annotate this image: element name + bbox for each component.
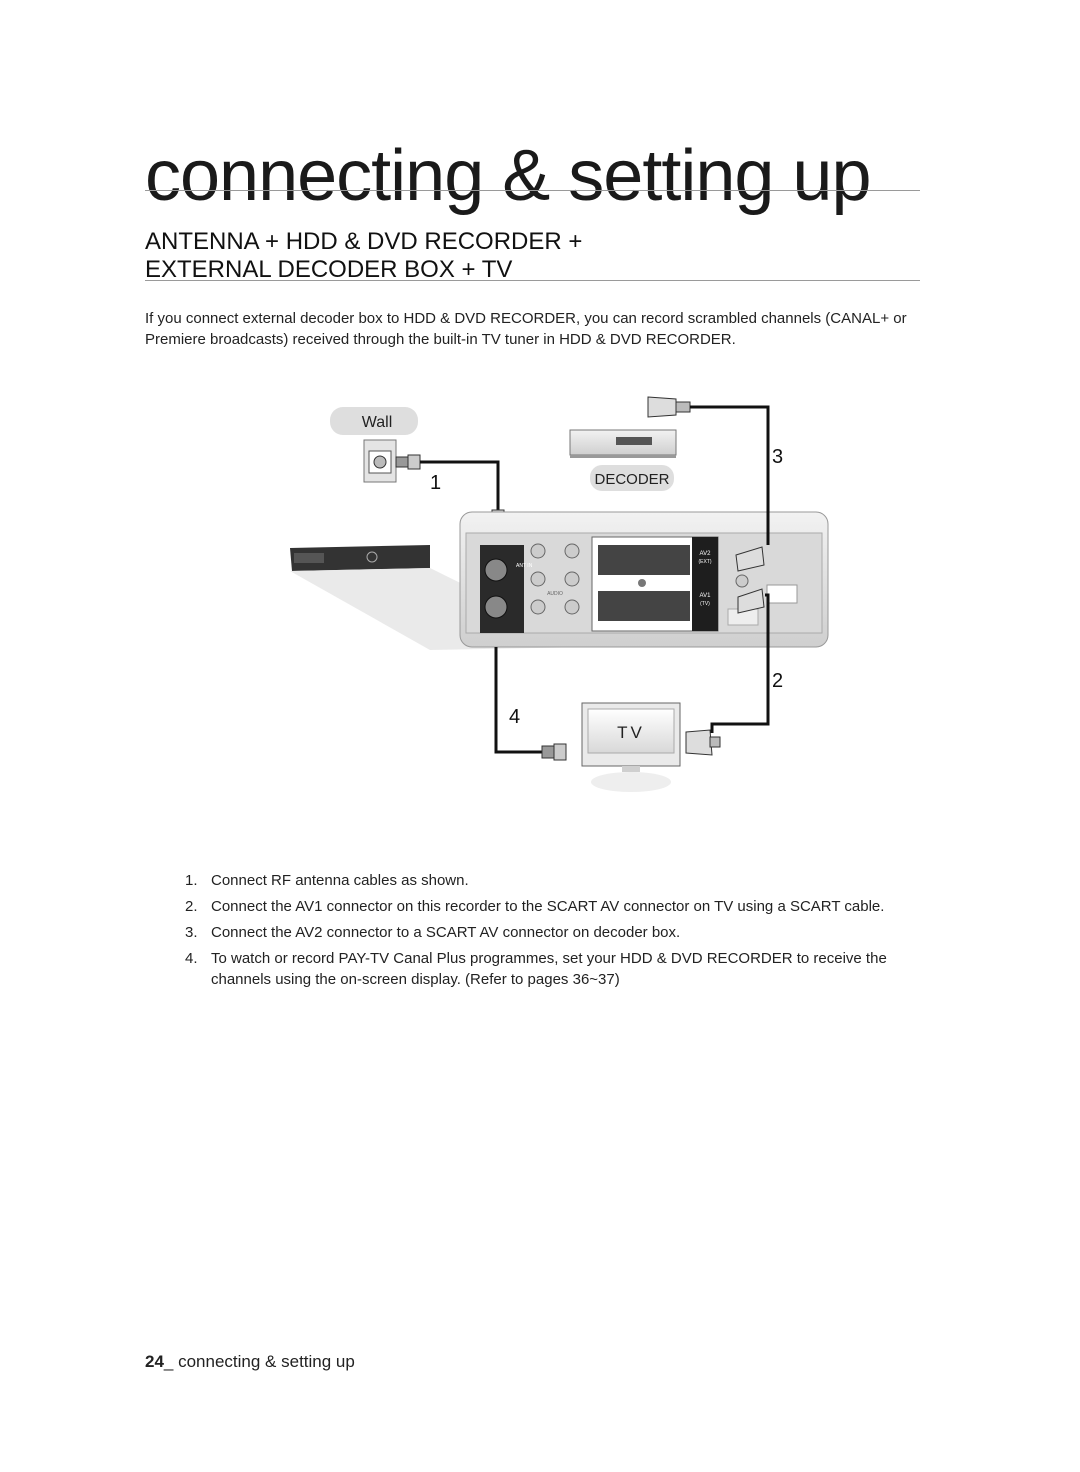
step-number: 3.: [185, 924, 198, 941]
intro-paragraph: If you connect external decoder box to H…: [145, 310, 907, 348]
step-item: 1. Connect RF antenna cables as shown.: [185, 870, 925, 891]
decoder-scart-plug-icon: [647, 396, 691, 418]
rf-cable-1: [420, 460, 500, 513]
callout-3: 3: [772, 446, 783, 468]
wall-label: Wall: [330, 407, 418, 435]
decoder-box-icon: [569, 429, 677, 458]
wall-antenna-socket-icon: [363, 439, 397, 483]
tv-label: TV: [617, 723, 645, 742]
ext-label: (EXT): [698, 559, 711, 565]
section-heading: ANTENNA + HDD & DVD RECORDER + EXTERNAL …: [145, 228, 582, 284]
callout-2: 2: [772, 670, 783, 692]
step-number: 4.: [185, 950, 198, 967]
step-text: Connect the AV1 connector on this record…: [211, 898, 885, 915]
av1-scart-plug-icon: [737, 588, 765, 614]
section-heading-line-1: ANTENNA + HDD & DVD RECORDER +: [145, 228, 583, 255]
rf-cable-4: [494, 647, 542, 754]
av2-scart-plug-icon: [735, 546, 765, 572]
tv-scart-label: (TV): [700, 601, 710, 607]
footer-text: _ connecting & setting up: [163, 1352, 355, 1371]
step-text: To watch or record PAY-TV Canal Plus pro…: [211, 950, 887, 988]
recorder-rear-panel: ANT IN AUDIO AV2 (EXT) AV1 (TV): [459, 511, 829, 648]
audio-label: AUDIO: [547, 591, 563, 597]
av2-label: AV2: [700, 551, 712, 557]
wall-label-text: Wall: [362, 414, 393, 431]
chapter-divider: [145, 190, 920, 191]
decoder-label: DECODER: [590, 465, 674, 491]
callout-4: 4: [509, 706, 520, 728]
av1-label: AV1: [700, 593, 712, 599]
chapter-title: connecting & setting up: [145, 136, 872, 216]
ant-in-label: ANT IN: [516, 563, 533, 569]
scart-cable-3: [690, 405, 770, 545]
step-text: Connect RF antenna cables as shown.: [211, 872, 469, 889]
scart-cable-2: [710, 593, 770, 733]
step-item: 4. To watch or record PAY-TV Canal Plus p…: [185, 948, 925, 990]
step-item: 3. Connect the AV2 connector to a SCART A…: [185, 922, 925, 943]
section-heading-line-2: EXTERNAL DECODER BOX + TV: [145, 256, 513, 283]
tv-rf-plug-icon: [541, 743, 567, 761]
antenna-plug-icon: [395, 454, 421, 470]
decoder-label-text: DECODER: [594, 471, 669, 488]
step-text: Connect the AV2 connector to a SCART AV …: [211, 924, 681, 941]
connection-diagram: Wall 1 ANT IN AUDI: [290, 396, 829, 792]
step-number: 1.: [185, 872, 198, 889]
section-divider: [145, 280, 920, 281]
callout-1: 1: [430, 472, 441, 494]
page-footer: 24_ connecting & setting up: [145, 1352, 355, 1372]
tv-icon: TV: [581, 702, 681, 792]
steps-list: 1. Connect RF antenna cables as shown. 2.…: [185, 870, 925, 995]
step-item: 2. Connect the AV1 connector on this reco…: [185, 896, 925, 917]
step-number: 2.: [185, 898, 198, 915]
page-number: 24: [145, 1352, 164, 1371]
tv-scart-plug-icon: [685, 729, 721, 756]
